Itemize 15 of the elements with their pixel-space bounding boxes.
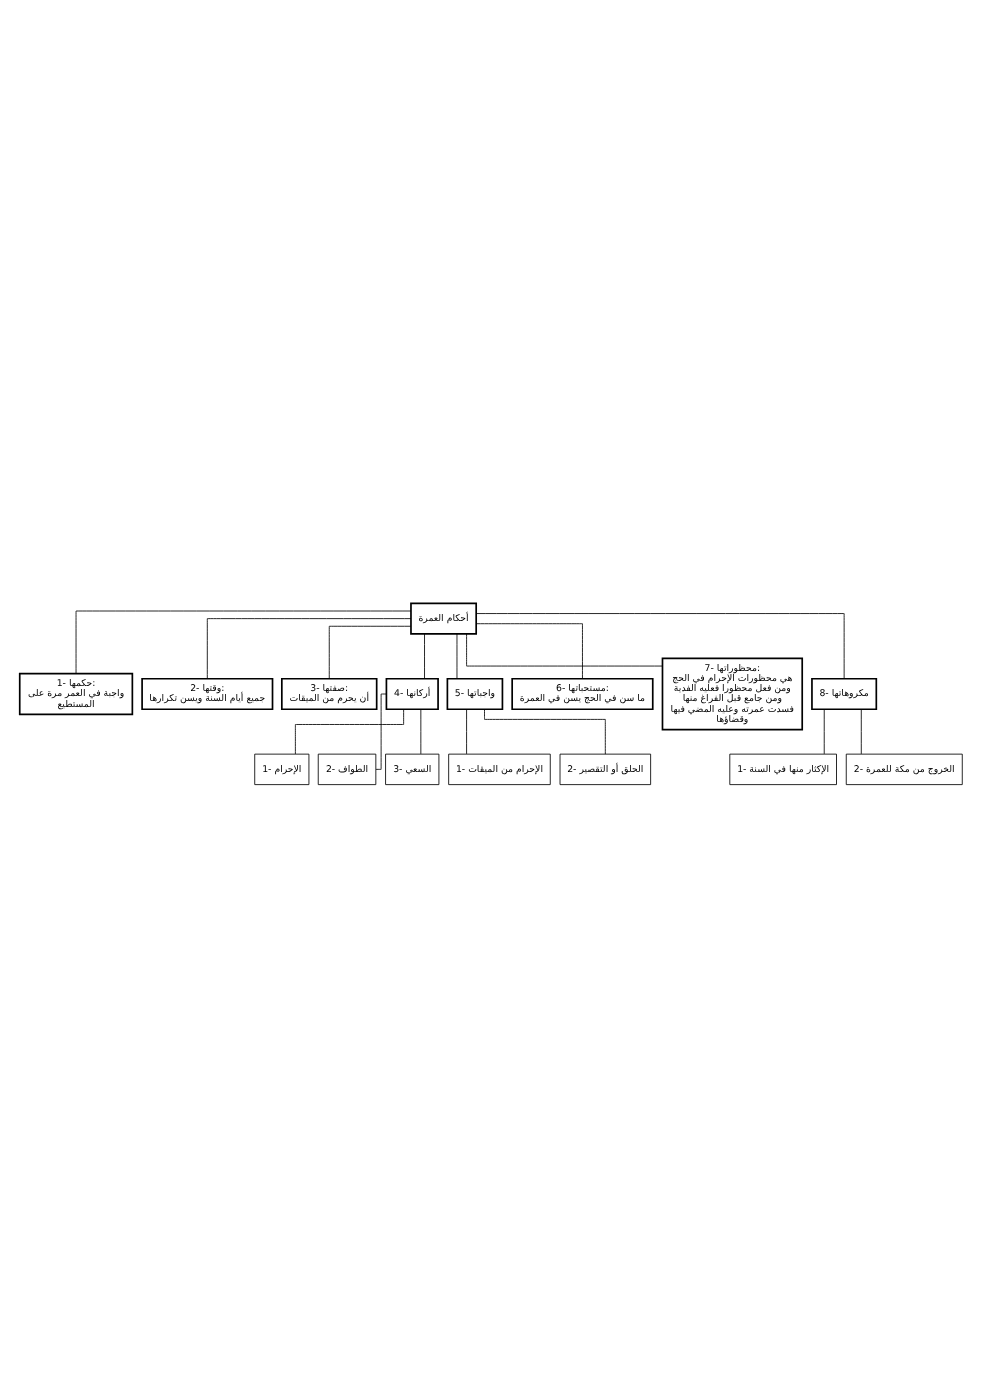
- connector: [860, 708, 862, 755]
- connector: [375, 693, 387, 770]
- connector: [294, 709, 405, 755]
- connector: [420, 708, 422, 755]
- connector: [484, 708, 606, 755]
- connector: [328, 625, 412, 680]
- connector: [75, 610, 412, 674]
- connector: [466, 708, 467, 755]
- connector: [476, 623, 583, 680]
- connector: [424, 633, 425, 679]
- connector: [823, 708, 825, 755]
- connector: [466, 633, 663, 667]
- connector: [456, 633, 458, 679]
- connector: [206, 618, 412, 680]
- connector: [475, 613, 845, 679]
